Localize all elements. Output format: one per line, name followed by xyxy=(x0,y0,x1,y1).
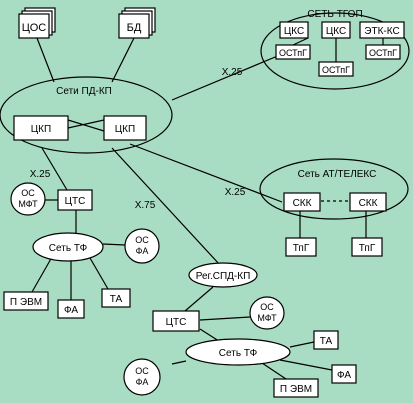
ostpg1-label: ОСТпГ xyxy=(279,48,307,58)
cts-left-label: ЦТС xyxy=(65,196,86,207)
os-mft-right-circle xyxy=(249,296,285,330)
fa-right-label: ФА xyxy=(337,370,351,381)
p-evm-left-label: П ЭВМ xyxy=(10,297,42,308)
cos-database-stack: ЦОС xyxy=(18,7,56,39)
tpg1-box xyxy=(285,237,317,257)
cks2-box xyxy=(321,21,351,39)
os-mft-right-line2: МФТ xyxy=(257,313,277,323)
tf-right-title: Сеть ТФ xyxy=(219,348,258,359)
link-ckp-cross-2 xyxy=(67,119,105,132)
tf-right-ellipse xyxy=(185,338,291,366)
os-fa-right-circle xyxy=(123,358,161,396)
cks1-label: ЦКС xyxy=(284,26,304,37)
etk-ks-box xyxy=(359,21,405,39)
p-evm-right-label: П ЭВМ xyxy=(280,384,312,395)
os-mft-right-line1: ОС xyxy=(260,302,274,312)
link-ckp-cts-left xyxy=(41,147,68,191)
x75-label: Х.75 xyxy=(135,200,156,211)
tpg1-label: ТпГ xyxy=(293,243,310,254)
x25-right-label: Х.25 xyxy=(225,187,246,198)
os-fa-right-line1: ОС xyxy=(135,366,149,376)
tpg2-box xyxy=(351,237,383,257)
ckp1-label: ЦКП xyxy=(31,124,51,135)
bd-database-stack: БД xyxy=(118,7,156,39)
link-pdkp-tgop xyxy=(171,54,281,101)
link-tf-osfa-left xyxy=(102,243,126,246)
link-bd-pdkp xyxy=(111,37,135,83)
ckp2-label: ЦКП xyxy=(115,124,135,135)
os-fa-left-line2: ФА xyxy=(136,246,149,256)
link-tf-ta-right xyxy=(289,341,315,348)
link-cos-pdkp xyxy=(36,37,55,83)
cts-right-box xyxy=(152,310,200,332)
link-cts-osmft-right xyxy=(199,316,251,321)
tf-left-title: Сеть ТФ xyxy=(49,243,88,254)
ta-left-box xyxy=(101,288,131,308)
p-evm-right-box xyxy=(273,378,319,398)
connection-lines xyxy=(31,37,384,380)
link-ckp-cross-1 xyxy=(67,119,105,129)
link-regspd-cts-right xyxy=(184,286,214,312)
cks2-label: ЦКС xyxy=(326,26,346,37)
ostpg3-label: ОСТпГ xyxy=(369,48,397,58)
pd-kp-ellipse xyxy=(0,76,173,154)
link-cks1-ostpg1 xyxy=(292,37,309,46)
ostpg2-box xyxy=(318,61,354,77)
cts-left-box xyxy=(57,189,93,211)
link-ckp-regspd xyxy=(111,147,221,266)
reg-spd-kp-ellipse xyxy=(188,262,258,288)
ta-right-box xyxy=(313,330,339,350)
os-fa-left-circle xyxy=(124,228,160,264)
ckp2-box xyxy=(103,115,147,141)
ostpg1-box xyxy=(275,44,311,60)
fa-left-box xyxy=(57,299,85,319)
ta-left-label: ТА xyxy=(110,294,123,305)
at-telex-network: Сеть АТ/ТЕЛЕКС СКК СКК xyxy=(259,158,409,220)
pd-kp-title: Сети ПД-КП xyxy=(56,86,112,97)
link-tf-osfa-right xyxy=(171,360,187,365)
tf-left-ellipse xyxy=(32,232,104,262)
ostpg3-box xyxy=(365,44,401,60)
os-mft-left-circle xyxy=(10,182,46,216)
etk-ks-label: ЭТК-КС xyxy=(364,26,399,37)
os-fa-left-line1: ОС xyxy=(135,235,149,245)
tgop-network: СЕТЬ ТГОП ЦКС ЦКС ЭТК-КС ОСТпГ ОСТпГ ОСТ… xyxy=(260,9,410,90)
bd-label: БД xyxy=(127,22,142,34)
cos-label: ЦОС xyxy=(22,22,46,34)
at-telex-title: Сеть АТ/ТЕЛЕКС xyxy=(298,169,377,180)
ckp1-box xyxy=(13,115,69,141)
fa-left-label: ФА xyxy=(64,305,78,316)
x25-top-label: Х.25 xyxy=(222,67,243,78)
tgop-title: СЕТЬ ТГОП xyxy=(307,9,362,20)
ostpg2-label: ОСТпГ xyxy=(322,65,350,75)
p-evm-left-box xyxy=(3,291,49,311)
skk1-label: СКК xyxy=(293,198,312,209)
tgop-ellipse xyxy=(260,12,410,90)
link-tf-pevm-right xyxy=(261,362,287,380)
skk2-box xyxy=(349,192,387,212)
link-tf-fa-right xyxy=(279,359,333,371)
link-tf-pevm-left xyxy=(31,256,53,293)
x25-left-label: Х.25 xyxy=(30,169,51,180)
skk2-label: СКК xyxy=(359,198,378,209)
pd-kp-network: Сети ПД-КП ЦКП ЦКП xyxy=(0,76,173,154)
os-mft-left-line1: ОС xyxy=(21,188,35,198)
os-mft-left-line2: МФТ xyxy=(18,199,38,209)
skk1-box xyxy=(283,192,321,212)
cts-right-label: ЦТС xyxy=(166,317,187,328)
reg-spd-kp-label: Рег.СПД-КП xyxy=(196,271,251,282)
fa-right-box xyxy=(331,364,357,384)
link-tf-ta-left xyxy=(89,257,109,290)
os-fa-right-line2: ФА xyxy=(136,377,149,387)
cks1-box xyxy=(279,21,309,39)
tpg2-label: ТпГ xyxy=(359,243,376,254)
ta-right-label: ТА xyxy=(320,336,333,347)
at-telex-ellipse xyxy=(259,158,409,220)
link-ckp-atelex xyxy=(129,143,283,203)
